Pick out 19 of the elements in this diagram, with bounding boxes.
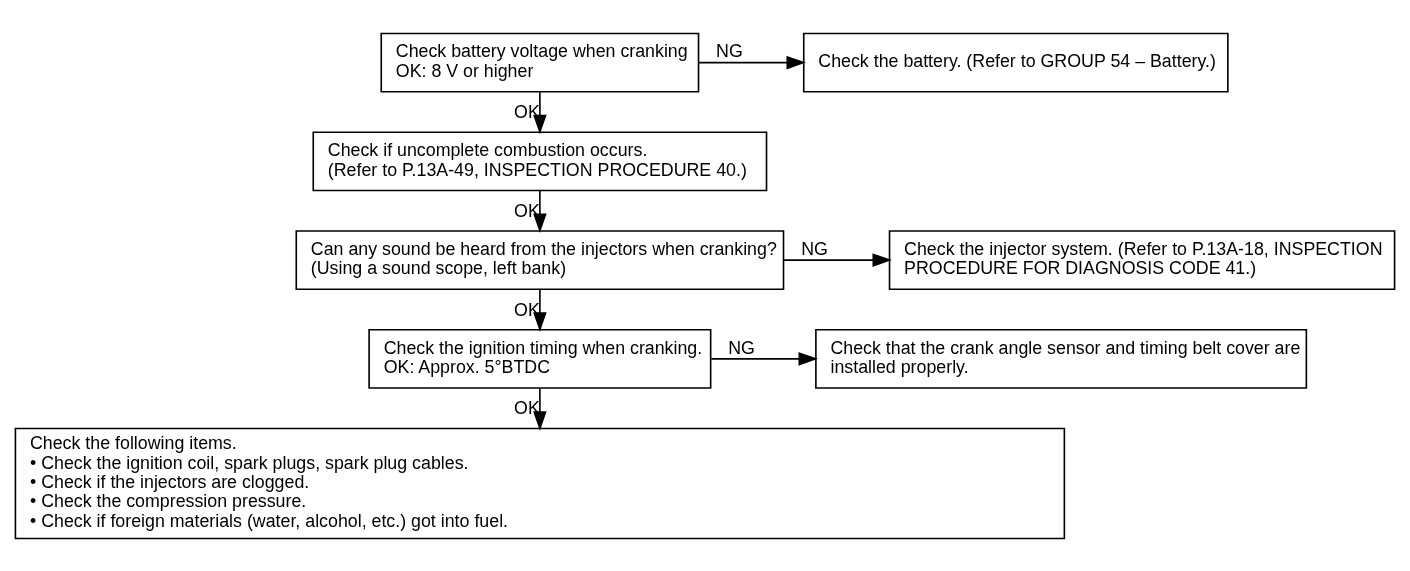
edge-label: NG xyxy=(716,40,743,61)
edge-label: NG xyxy=(801,238,828,259)
arrow xyxy=(533,90,547,134)
node-box: Can any sound be heard from the injectors when cranking? (Using a sound scope, left bank) xyxy=(295,229,785,290)
node-box: Check battery voltage when cranking OK: 8 V or higher xyxy=(380,32,700,93)
node-box: Check if uncomplete combustion occurs. (Refer to P.13A-49, INSPECTION PROCEDURE 40.) xyxy=(312,130,768,191)
arrow xyxy=(698,55,806,69)
node-box: Check the injector system. (Refer to P.13A-18, INSPECTION PROCEDURE FOR DIAGNOSIS CODE 41.) xyxy=(888,229,1396,290)
arrow xyxy=(533,288,547,332)
node-box: Check that the crank angle sensor and timing belt cover are installed properly. xyxy=(815,328,1308,389)
node-box: Check the battery. (Refer to GROUP 54 – Battery.) xyxy=(802,32,1229,93)
arrow xyxy=(782,252,892,267)
arrow xyxy=(533,387,547,431)
arrow xyxy=(710,351,818,366)
node-box: Check the ignition timing when cranking. OK: Approx. 5°BTDC xyxy=(368,328,712,389)
node-box: Check the following items. • Check the ignition coil, spark plugs, spark plug cables. • Check if the injectors are clogged. • Check the compression pressure. • Check if foreign materials (water, alcohol, etc.) got into fuel. xyxy=(14,427,1066,539)
arrow xyxy=(533,189,547,233)
edge-label: OK xyxy=(514,397,540,418)
edge-label: NG xyxy=(728,337,755,358)
